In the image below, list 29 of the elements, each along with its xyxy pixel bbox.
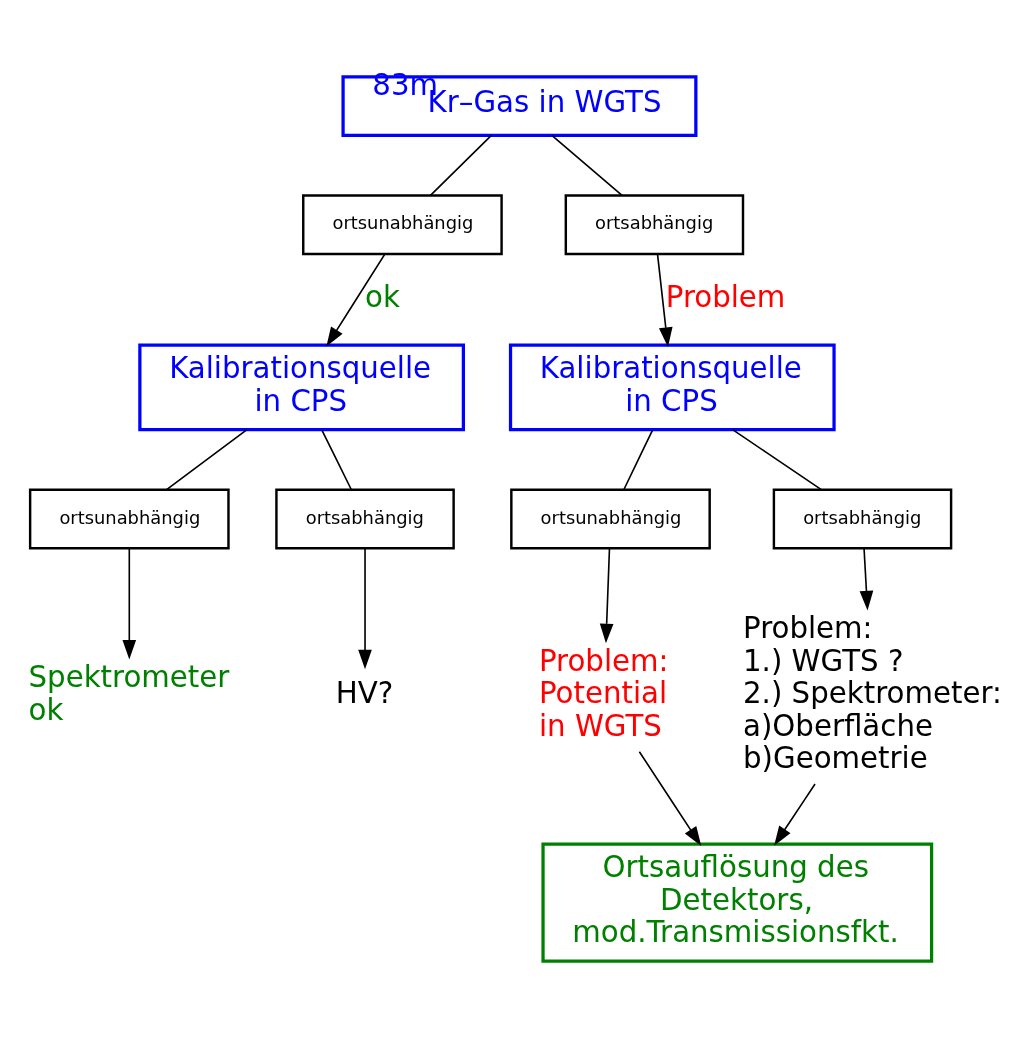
node-box: ortsabhängig [274,488,455,550]
arrow [357,547,372,670]
arrow [656,253,673,347]
node-text: Problem: Potential in WGTS [538,643,668,743]
arrow [599,547,613,644]
edge-label: ok [364,279,400,314]
node-box: ortsabhängig [772,488,952,550]
connector [320,429,352,491]
node-text: Problem: 1.) WGTS ? 2.) Spektrometer: a)Oberfläche b)Geometrie [742,611,1002,776]
node-text: HV? [335,676,393,711]
connector [622,429,653,491]
node-box: Kalibrationsquelle in CPS [508,343,836,432]
connector [550,134,623,197]
connector [165,429,247,491]
arrow [121,547,136,660]
arrow [325,253,386,347]
node-box: ortsunabhängig [509,488,711,550]
node-box: Ortsauflösung des Detektors, mod.Transmissionsfkt. [540,842,933,963]
edge-label: Problem [665,279,785,314]
arrow [859,547,873,611]
node-box: ortsunabhängig [301,194,503,256]
arrow [638,750,701,847]
node-box: Kalibrationsquelle in CPS [137,343,465,432]
arrow [773,783,816,846]
connector [429,134,492,197]
node-box: ortsunabhängig [28,488,230,550]
connector [731,429,822,491]
node-text: Spektrometer ok [28,660,229,727]
node-box: ortsabhängig [564,194,744,256]
